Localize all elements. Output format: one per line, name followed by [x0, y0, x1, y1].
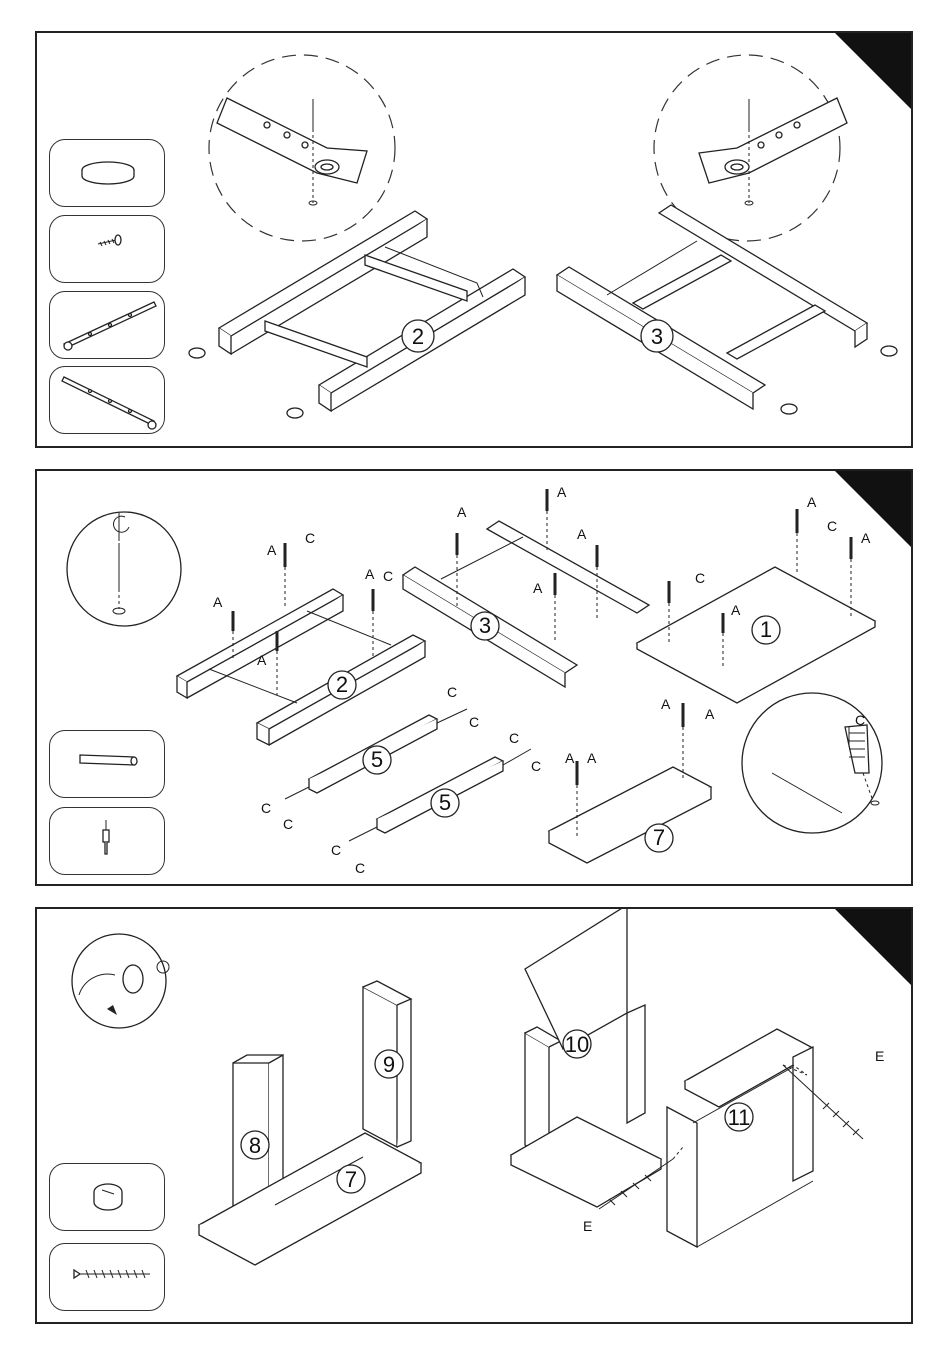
- fastener-label-a: A: [661, 696, 671, 712]
- fastener-label-c: C: [355, 860, 365, 876]
- fastener-label-c: C: [469, 714, 479, 730]
- dowel-insertion-drawing: A A C A A C A A A A C A A C A A A A A C …: [37, 471, 913, 886]
- detail-circle-cam-lock: [72, 934, 166, 1028]
- assembly-panel-1: 2 3: [35, 31, 913, 448]
- frame-right: [403, 521, 649, 687]
- step-number-7: 7: [345, 1167, 357, 1192]
- fastener-label-c: C: [447, 684, 457, 700]
- fastener-label-c: C: [695, 570, 705, 586]
- fastener-label-a: A: [577, 526, 587, 542]
- panel-assembly-drawing: E E 8 9 7 10 11: [37, 909, 913, 1324]
- fastener-label-a: A: [807, 494, 817, 510]
- step-number-11: 11: [728, 1105, 751, 1130]
- fastener-label-a: A: [457, 504, 467, 520]
- fastener-label-a: A: [557, 484, 567, 500]
- cabinet-assembly-11: [667, 1029, 813, 1247]
- fastener-label-e: E: [583, 1218, 592, 1234]
- fastener-label-a: A: [861, 530, 871, 546]
- fastener-label-e: E: [875, 1048, 884, 1064]
- frame-right: [557, 205, 897, 414]
- fastener-label-a: A: [565, 750, 575, 766]
- frame-left: [177, 589, 425, 745]
- step-number-7: 7: [653, 825, 665, 850]
- step-number-2: 2: [412, 324, 424, 349]
- fastener-label-c: C: [509, 730, 519, 746]
- step-number-1: 1: [760, 617, 772, 642]
- fastener-label-c: C: [331, 842, 341, 858]
- step-number-10: 10: [565, 1032, 589, 1057]
- fastener-label-c: C: [855, 712, 865, 728]
- fastener-label-c: C: [305, 530, 315, 546]
- frame-assembly-drawing: 2 3: [37, 33, 913, 448]
- fastener-label-c: C: [383, 568, 393, 584]
- fastener-label-c: C: [283, 816, 293, 832]
- fastener-label-c: C: [261, 800, 271, 816]
- fastener-label-a: A: [257, 652, 267, 668]
- fastener-label-c: C: [531, 758, 541, 774]
- step-number-8: 8: [249, 1133, 261, 1158]
- cabinet-assembly-10: [511, 909, 661, 1207]
- fastener-label-a: A: [587, 750, 597, 766]
- fastener-label-c: C: [827, 518, 837, 534]
- step-number-9: 9: [383, 1052, 395, 1077]
- frame-left: [189, 211, 525, 418]
- fastener-label-a: A: [213, 594, 223, 610]
- assembly-panel-3: E E 8 9 7 10 11: [35, 907, 913, 1324]
- fastener-label-a: A: [533, 580, 543, 596]
- fastener-label-a: A: [705, 706, 715, 722]
- fastener-label-a: A: [267, 542, 277, 558]
- step-number-3: 3: [479, 613, 491, 638]
- step-number-5: 5: [439, 790, 451, 815]
- step-number-2: 2: [336, 672, 348, 697]
- fastener-label-a: A: [365, 566, 375, 582]
- fastener-label-a: A: [731, 602, 741, 618]
- step-number-5: 5: [371, 747, 383, 772]
- step-number-3: 3: [651, 324, 663, 349]
- assembly-panel-2: A A C A A C A A A A C A A C A A A A A C …: [35, 469, 913, 886]
